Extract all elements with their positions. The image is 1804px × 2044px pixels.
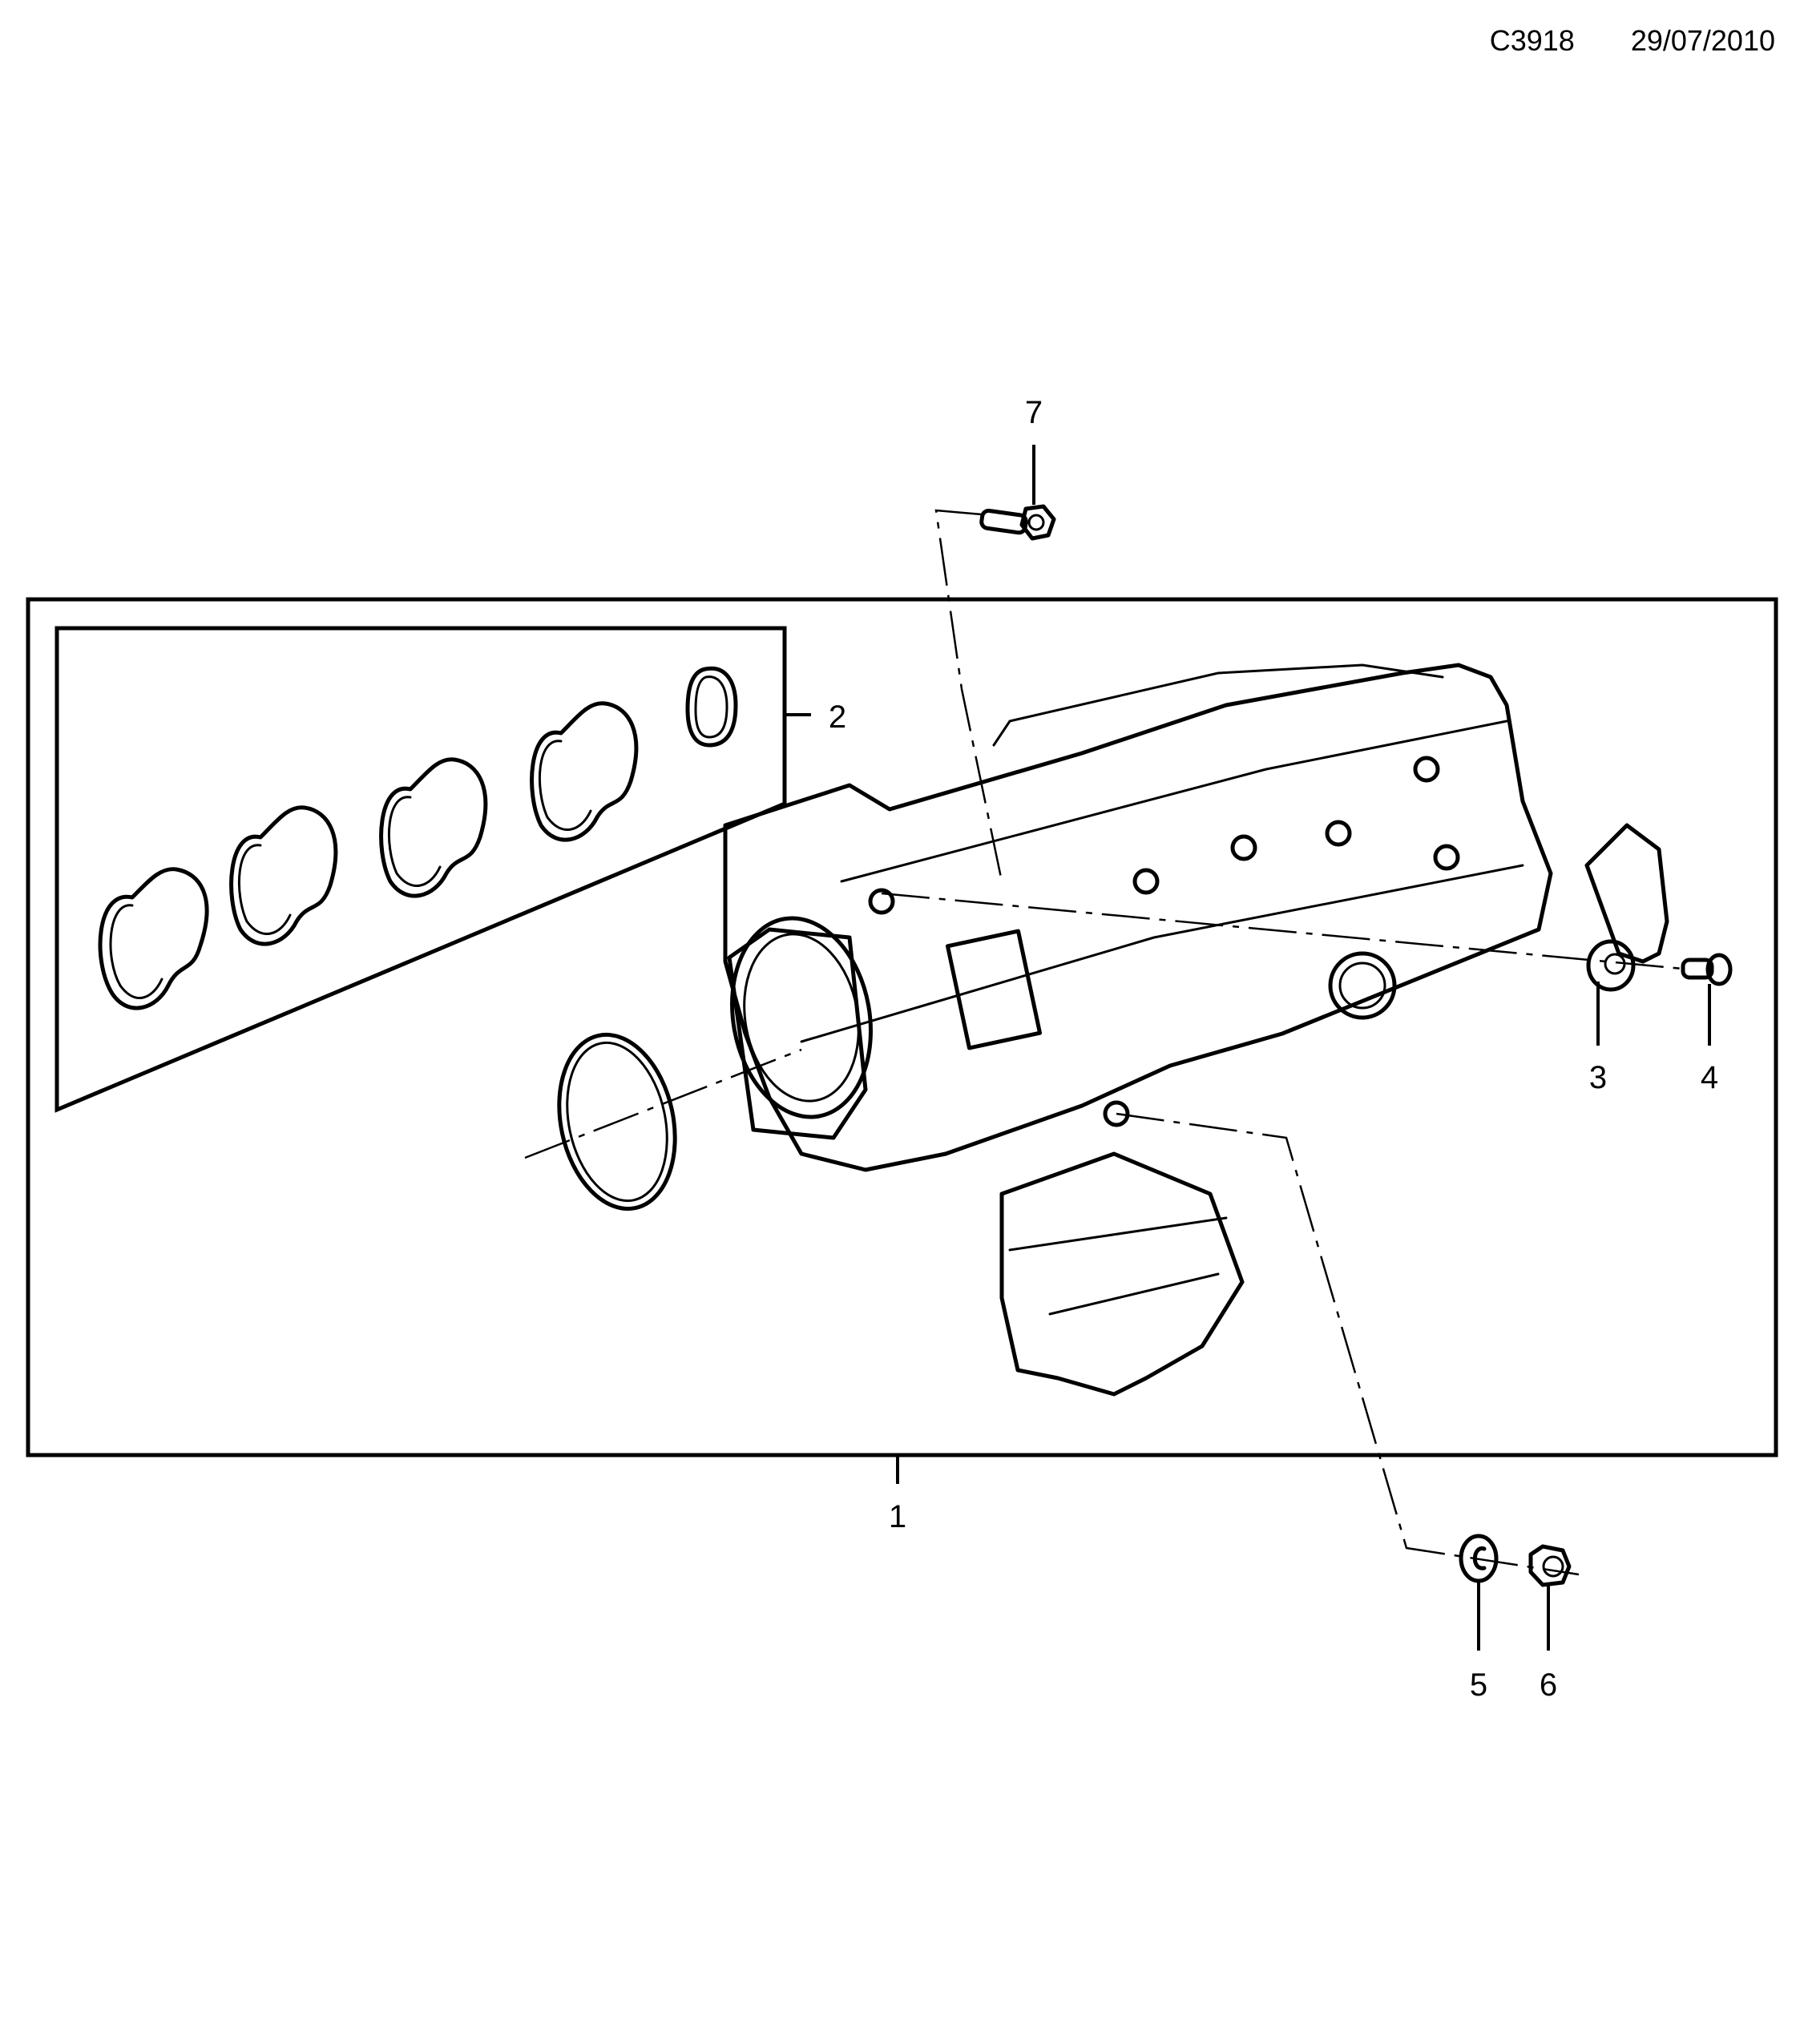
callout-5[interactable]: 5 [1469, 1667, 1488, 1703]
gasket-pair-icon [530, 701, 639, 842]
diagram-header: C3918 29/07/2010 [1490, 24, 1775, 58]
callout-4[interactable]: 4 [1700, 1060, 1719, 1095]
gasket-pair-icon [98, 867, 209, 1010]
axis-line [881, 892, 1684, 970]
callout-2[interactable]: 2 [828, 699, 847, 735]
pressure-sensor-icon [1584, 823, 1669, 992]
axis-line [524, 1048, 802, 1159]
intake-manifold-icon [723, 663, 1553, 1397]
flange-bolt-icon [979, 504, 1056, 541]
callout-7[interactable]: 7 [1024, 395, 1043, 430]
axis-line [1116, 1112, 1580, 1576]
nut-icon [1528, 1544, 1572, 1587]
diagram-date: 29/07/2010 [1630, 24, 1775, 57]
callout-6[interactable]: 6 [1539, 1667, 1558, 1703]
screw-icon [1681, 953, 1733, 986]
assembly-box [26, 597, 1778, 1457]
callout-3[interactable]: 3 [1588, 1060, 1608, 1095]
gasket-set-box [54, 626, 787, 1113]
diagram-code: C3918 [1489, 24, 1575, 57]
callout-1[interactable]: 1 [888, 1499, 907, 1534]
axis-line [934, 509, 1003, 882]
gasket-pair-icon [229, 805, 338, 946]
gasket-pair-icon [379, 757, 488, 898]
gasket-single-icon [685, 666, 738, 748]
ring-gasket-icon [557, 1032, 677, 1211]
